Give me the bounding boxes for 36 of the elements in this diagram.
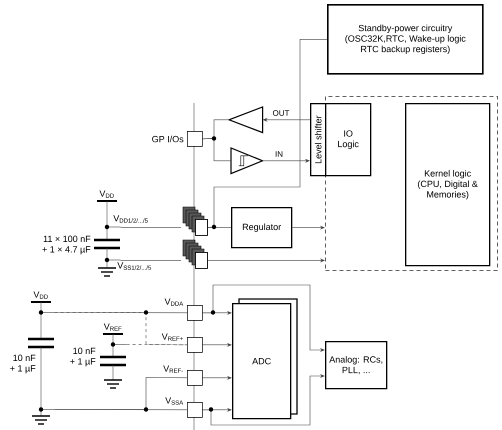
pad-square — [187, 370, 203, 386]
capacitor-value: 10 nF + 1 µF — [10, 354, 36, 374]
pad-square — [187, 305, 203, 321]
edge-label: OUT — [272, 109, 290, 117]
pin-label: V$_{DDA}$ — [164, 298, 184, 306]
wire — [54, 409, 188, 410]
io-logic-box: IO Logic — [325, 103, 372, 176]
capacitor-circuit-drawing — [100, 333, 127, 389]
standby-circuit-box: Standby-power circuitry (OSC32K,RTC, Wake-up logic RTC backup registers) — [327, 4, 484, 75]
wire — [202, 138, 232, 162]
capacitor-value: 11 × 100 nF + 1 × 4.7 µF — [42, 236, 90, 254]
pad-stack — [182, 206, 208, 236]
pin-label: V$_{REF-}$ — [163, 365, 183, 373]
supply-label: V$_{REF}$ — [104, 323, 122, 331]
edge-label: IN — [274, 150, 284, 158]
pin-label: V$_{DD1/2/.../5}$ — [113, 215, 148, 223]
pad-square — [187, 402, 203, 418]
wire — [208, 227, 232, 228]
regulator-box: Regulator — [231, 207, 292, 248]
pin-label: V$_{SSA}$ — [165, 397, 184, 405]
kernel-logic-box: Kernel logic (CPU, Digital & Memories) — [405, 103, 490, 266]
supply-label: V$_{DD}$ — [99, 190, 114, 198]
supply-label: V$_{DD}$ — [33, 291, 48, 299]
wire — [120, 260, 182, 261]
pin-label: GP I/Os — [152, 136, 184, 142]
pad-square — [187, 131, 203, 147]
wire — [120, 227, 182, 228]
capacitor-value: 10 nF + 1 µF — [70, 348, 96, 366]
adc-box: ADC — [232, 298, 298, 420]
pin-label: V$_{REF+}$ — [162, 333, 183, 341]
dashed-region — [325, 96, 498, 271]
pad-stack — [182, 240, 208, 269]
wire — [54, 312, 188, 346]
pad-square — [187, 337, 203, 353]
pin-label: V$_{SS1/2/.../5}$ — [117, 262, 152, 270]
analog-box: Analog: RCs, PLL, ... — [325, 341, 388, 390]
